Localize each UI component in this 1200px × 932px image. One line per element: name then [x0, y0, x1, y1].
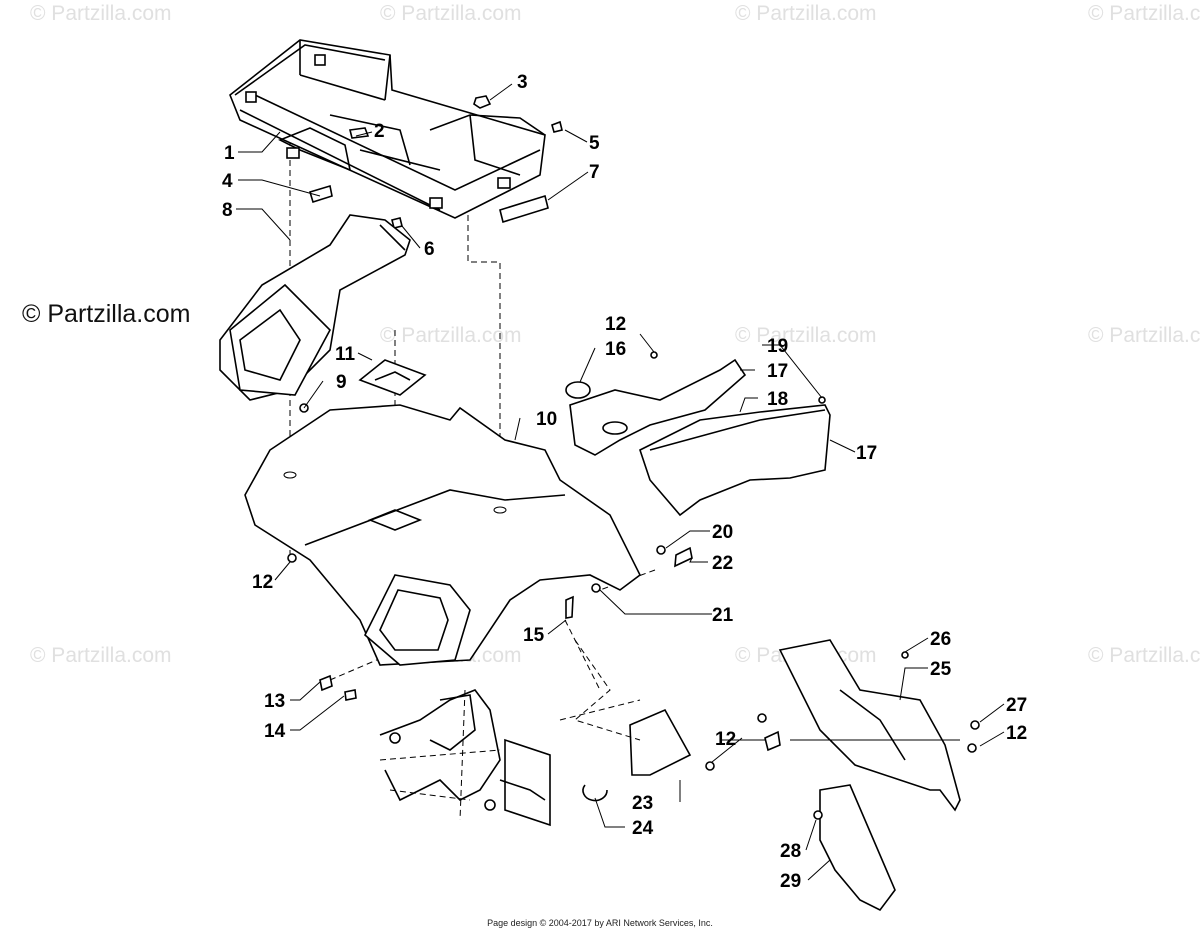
watermark: © Partzilla.com [735, 324, 877, 347]
frame-bracket [379, 689, 551, 827]
watermark: © Partzilla.com [1088, 644, 1200, 667]
callout-3: 3 [517, 72, 528, 93]
watermark: © Partzilla.com [1088, 2, 1200, 25]
callout-24: 24 [632, 818, 654, 839]
callout-28: 28 [780, 841, 801, 862]
callout-2: 2 [374, 121, 385, 142]
rear-rack [229, 39, 546, 219]
callout-13: 13 [264, 691, 285, 712]
watermark: © Partzilla.com [1088, 324, 1200, 347]
callout-8: 8 [222, 200, 233, 221]
callout-11: 11 [335, 344, 356, 365]
bracket-and-clamp [559, 639, 715, 802]
bumper-hardware [319, 674, 357, 701]
partzilla-brand-label: © Partzilla.com [22, 300, 191, 328]
callout-1: 1 [224, 143, 235, 164]
watermark: © Partzilla.com [30, 644, 172, 667]
callout-17: 17 [856, 443, 877, 464]
watermark: © Partzilla.com [30, 2, 172, 25]
callout-26: 26 [930, 629, 951, 650]
leader-lines [236, 83, 1005, 881]
callout-9: 9 [336, 372, 347, 393]
callout-7: 7 [589, 162, 600, 183]
callout-23: 23 [632, 793, 653, 814]
callout-15: 15 [523, 625, 545, 646]
callout-19: 19 [767, 336, 788, 357]
rear-fender-left [219, 214, 411, 401]
callout-labels: 1 2 3 4 5 6 7 8 9 10 11 12 16 12 19 17 1… [222, 72, 1027, 892]
mud-flap-assembly [720, 639, 980, 912]
callout-14: 14 [264, 721, 286, 742]
footer-copyright: Page design © 2004-2017 by ARI Network S… [487, 918, 713, 928]
side-panels [565, 351, 831, 517]
watermark: © Partzilla.com [380, 324, 522, 347]
callout-12: 12 [605, 314, 626, 335]
callout-22: 22 [712, 553, 733, 574]
callout-29: 29 [780, 871, 801, 892]
rack-hardware [309, 95, 563, 229]
callout-5: 5 [589, 133, 600, 154]
callout-10: 10 [536, 409, 557, 430]
callout-6: 6 [424, 239, 435, 260]
callout-20: 20 [712, 522, 733, 543]
callout-21: 21 [712, 605, 734, 626]
callout-18: 18 [767, 389, 788, 410]
watermark: © Partzilla.com [380, 2, 522, 25]
callout-17: 17 [767, 361, 788, 382]
watermark: © Partzilla.com [735, 2, 877, 25]
callout-25: 25 [930, 659, 952, 680]
callout-12: 12 [715, 729, 736, 750]
callout-16: 16 [605, 339, 626, 360]
callout-12: 12 [1006, 723, 1027, 744]
callout-27: 27 [1006, 695, 1027, 716]
callout-12: 12 [252, 572, 273, 593]
callout-4: 4 [222, 171, 233, 192]
fender-hardware [299, 359, 427, 413]
rear-body-fender [244, 404, 642, 666]
